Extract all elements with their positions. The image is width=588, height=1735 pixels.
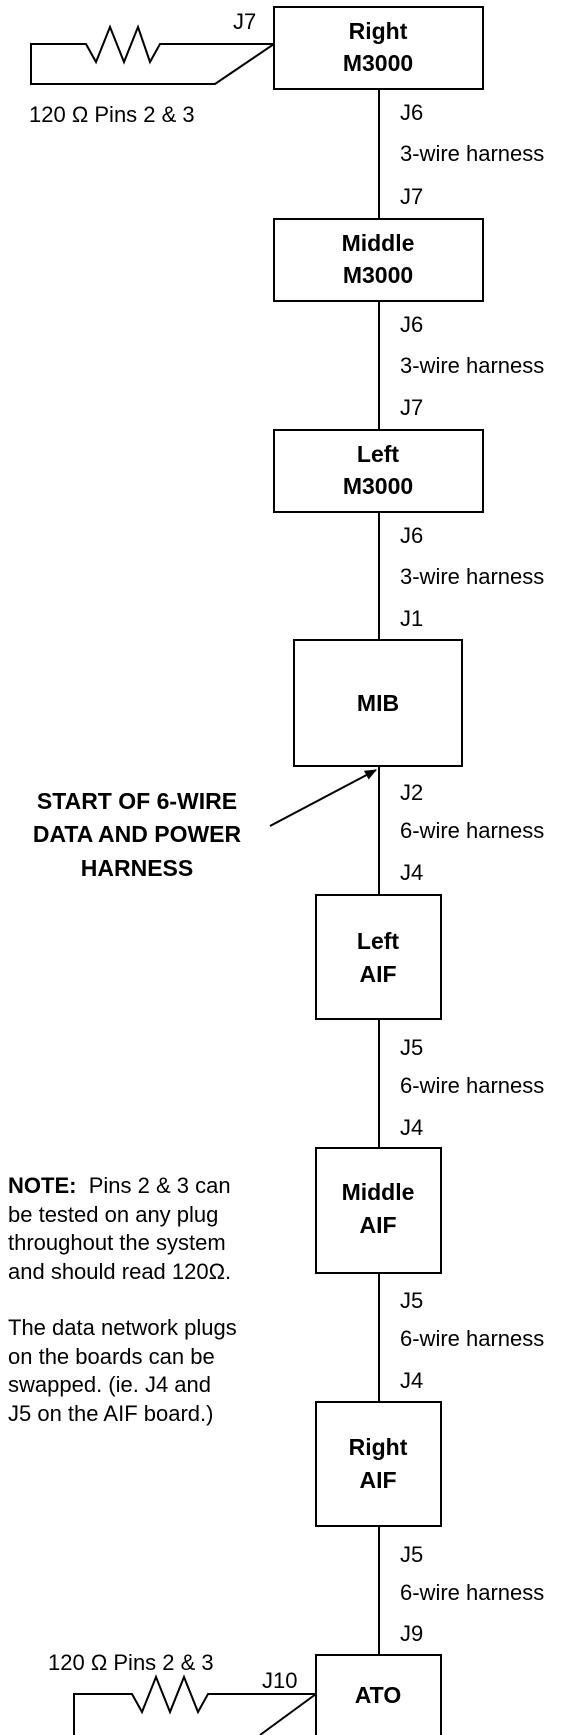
top-terminator: 120 Ω Pins 2 & 3 J7 [29, 9, 275, 127]
top-terminator-label: 120 Ω Pins 2 & 3 [29, 102, 195, 127]
middle-aif-j5-label: J5 [400, 1288, 423, 1313]
note-line-7: swapped. (ie. J4 and [8, 1372, 212, 1397]
ato-title: ATO [355, 1682, 401, 1708]
middle-m3000-title-line2: M3000 [343, 262, 413, 288]
note-heading: NOTE: [8, 1173, 77, 1198]
note-line-1: NOTE: Pins 2 & 3 can [8, 1172, 298, 1201]
middle-aif-box: Middle AIF [315, 1147, 442, 1274]
right-m3000-title-line2: M3000 [343, 50, 413, 76]
left-m3000-title-line2: M3000 [343, 473, 413, 499]
mib-j1-label: J1 [400, 606, 423, 631]
bottom-terminator: 120 Ω Pins 2 & 3 J10 [48, 1650, 317, 1735]
callout-line3: HARNESS [81, 855, 193, 881]
harness-label-3: 3-wire harness [400, 564, 544, 589]
top-resistor-symbol [30, 24, 275, 85]
left-aif-title-line2: AIF [359, 961, 396, 987]
harness-start-callout: START OF 6-WIRE DATA AND POWER HARNESS [33, 769, 377, 881]
right-aif-title-line1: Right [349, 1434, 408, 1460]
right-aif-j4-label: J4 [400, 1368, 423, 1393]
right-aif-box: Right AIF [315, 1401, 442, 1527]
left-aif-title-line1: Left [357, 928, 400, 954]
bottom-resistor-symbol [73, 1674, 316, 1735]
right-m3000-j7-label: J7 [233, 9, 256, 34]
right-aif-title-line2: AIF [359, 1467, 396, 1493]
mib-j2-label: J2 [400, 780, 423, 805]
callout-line1: START OF 6-WIRE [37, 788, 237, 814]
bottom-terminator-diagonal [259, 1693, 317, 1735]
left-aif-box: Left AIF [315, 894, 442, 1020]
note-line-3: throughout the system [8, 1230, 226, 1255]
note-text-1: Pins 2 & 3 can [88, 1173, 231, 1198]
harness-label-2: 3-wire harness [400, 353, 544, 378]
note-line-4: and should read 120Ω. [8, 1258, 232, 1284]
ato-j9-label: J9 [400, 1621, 423, 1646]
callout-arrow [269, 769, 377, 827]
right-m3000-j6-label: J6 [400, 100, 423, 125]
harness-label-1: 3-wire harness [400, 141, 544, 166]
left-m3000-title-line1: Left [357, 441, 400, 467]
harness-label-7: 6-wire harness [400, 1580, 544, 1605]
note-line-6: on the boards can be [8, 1343, 215, 1369]
mib-box: MIB [293, 639, 463, 767]
middle-m3000-title-line1: Middle [342, 230, 415, 256]
ato-j10-label: J10 [262, 1668, 297, 1693]
middle-m3000-box: Middle M3000 [273, 218, 484, 302]
right-m3000-title-line1: Right [349, 18, 408, 44]
left-aif-j5-label: J5 [400, 1035, 423, 1060]
callout-line2: DATA AND POWER [33, 821, 242, 847]
harness-label-4: 6-wire harness [400, 818, 544, 843]
mib-title: MIB [357, 690, 399, 716]
right-aif-j5-label: J5 [400, 1542, 423, 1567]
harness-label-5: 6-wire harness [400, 1073, 544, 1098]
left-m3000-box: Left M3000 [273, 429, 484, 513]
harness-label-6: 6-wire harness [400, 1326, 544, 1351]
note-line-8: J5 on the AIF board.) [8, 1400, 214, 1426]
note-line-2: be tested on any plug [8, 1201, 219, 1227]
left-m3000-j7-label: J7 [400, 395, 423, 420]
middle-m3000-j6-label: J6 [400, 312, 423, 337]
ato-box: ATO [315, 1654, 442, 1735]
note-line-5: The data network plugs [8, 1315, 237, 1340]
right-m3000-box: Right M3000 [273, 6, 484, 90]
middle-aif-j4-label: J4 [400, 1115, 423, 1140]
middle-aif-title-line1: Middle [342, 1179, 415, 1205]
middle-aif-title-line2: AIF [359, 1212, 396, 1238]
middle-m3000-j7-label: J7 [400, 184, 423, 209]
note-block: NOTE: Pins 2 & 3 can be tested on any pl… [8, 1172, 298, 1428]
left-m3000-j6-label: J6 [400, 523, 423, 548]
bottom-terminator-label: 120 Ω Pins 2 & 3 [48, 1650, 214, 1675]
left-aif-j4-label: J4 [400, 860, 423, 885]
